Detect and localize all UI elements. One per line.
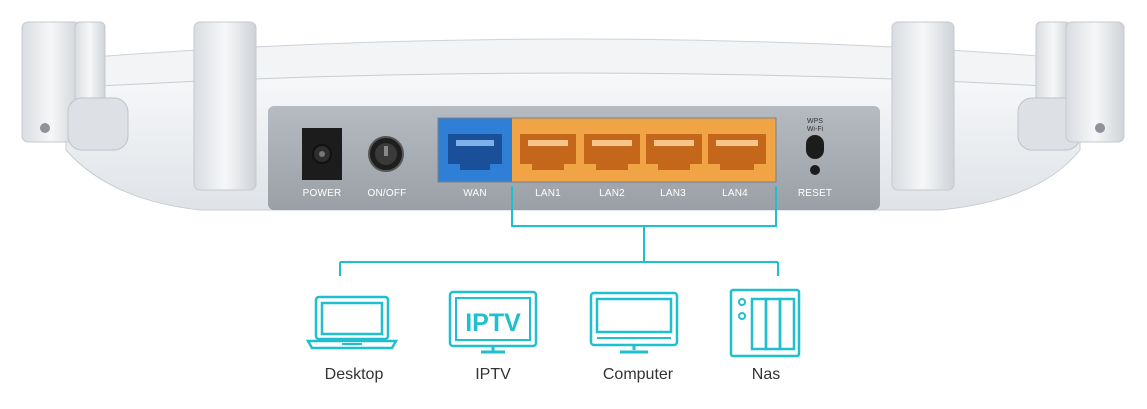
nas-icon [729,288,801,358]
power-label: POWER [303,188,342,199]
lan1-label: LAN1 [535,188,561,199]
wan-port[interactable] [448,134,502,170]
lan3-port[interactable] [646,134,702,170]
iptv-monitor-icon: IPTV [448,290,538,354]
antenna-right-inner [891,21,955,191]
lan2-port[interactable] [584,134,640,170]
wan-label: WAN [463,188,487,199]
connection-lines [339,186,779,276]
wps-button[interactable] [806,135,824,159]
antenna-left-hinge [67,97,129,151]
antenna-screw-icon [40,123,50,133]
antenna-right-outer [1065,21,1125,143]
iptv-screen-text: IPTV [465,309,521,337]
antenna-left-inner [193,21,257,191]
lan2-label: LAN2 [599,188,625,199]
reset-label: RESET [798,188,832,199]
onoff-label: ON/OFF [368,188,407,199]
wifi-label: Wi-Fi [807,126,824,133]
lan1-port[interactable] [520,134,576,170]
lan3-label: LAN3 [660,188,686,199]
computer-monitor-icon [589,291,679,354]
reset-button[interactable] [810,165,820,175]
antenna-screw-icon [1095,123,1105,133]
laptop-icon [305,295,399,350]
lan4-label: LAN4 [722,188,748,199]
power-symbol-icon [384,146,388,156]
wps-label: WPS [807,118,823,125]
device-label-iptv: IPTV [475,366,511,383]
device-label-desktop: Desktop [324,366,384,383]
device-label-nas: Nas [751,366,781,383]
lan4-port[interactable] [708,134,766,170]
device-label-computer: Computer [602,366,674,383]
